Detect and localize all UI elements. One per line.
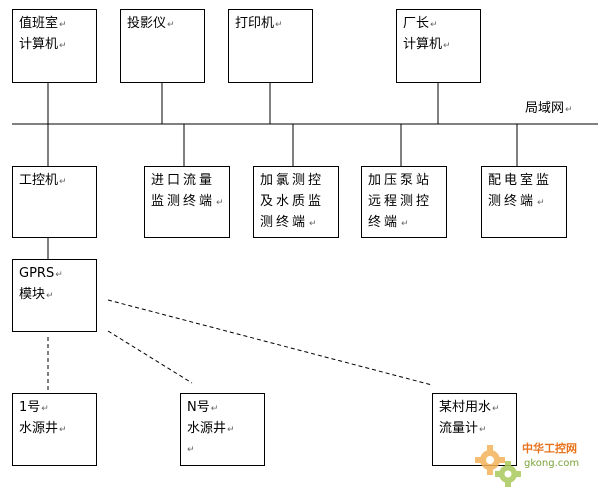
- power-room-line2: 测终端: [488, 192, 560, 213]
- village-flow-meter-line2: 流量计: [439, 419, 510, 440]
- well-n-box: N号 水源井 ↵: [180, 393, 265, 466]
- well-1-box: 1号 水源井: [12, 393, 97, 466]
- industrial-pc-box: 工控机: [12, 166, 97, 238]
- gear-logo-icon: [475, 445, 521, 487]
- gprs-module-line1: GPRS: [19, 264, 90, 285]
- pump-station-line2: 远程测控: [368, 194, 433, 209]
- watermark-title: 中华工控网: [522, 442, 577, 455]
- pump-station-line3: 终端: [368, 213, 440, 234]
- projector-box: 投影仪: [120, 9, 205, 83]
- director-computer-line1: 厂长: [403, 14, 474, 35]
- chlorine-quality-line3: 测终端: [260, 213, 332, 234]
- well-n-return-mark: ↵: [187, 445, 195, 455]
- gprs-wellN-link: [107, 330, 193, 384]
- village-flow-meter-box: 某村用水 流量计: [432, 393, 517, 466]
- printer-label: 打印机: [235, 14, 306, 35]
- pump-station-line1: 加压泵站: [368, 173, 433, 188]
- gkong-watermark-logo: 中华工控网 gkong.com: [472, 438, 604, 492]
- duty-room-computer-box: 值班室 计算机: [12, 9, 97, 83]
- power-room-box: 配电室监 测终端: [481, 166, 567, 238]
- power-room-line1: 配电室监: [488, 173, 553, 188]
- director-computer-box: 厂长 计算机: [396, 9, 481, 83]
- watermark-url: gkong.com: [524, 458, 580, 469]
- director-computer-line2: 计算机: [403, 35, 474, 56]
- inlet-flow-box: 进口流量 监测终端: [144, 166, 230, 238]
- printer-box: 打印机: [228, 9, 313, 83]
- duty-room-computer-line1: 值班室: [19, 14, 90, 35]
- chlorine-quality-line2: 及水质监: [260, 194, 325, 209]
- lan-label: 局域网: [525, 97, 573, 116]
- well-1-line2: 水源井: [19, 419, 90, 440]
- projector-label: 投影仪: [127, 14, 198, 35]
- chlorine-quality-box: 加氯测控 及水质监 测终端: [253, 166, 339, 238]
- inlet-flow-line2: 监测终端: [151, 192, 223, 213]
- inlet-flow-line1: 进口流量: [151, 173, 216, 188]
- gprs-module-box: GPRS 模块: [12, 259, 97, 332]
- village-flow-meter-line1: 某村用水: [439, 398, 510, 419]
- well-n-line1: N号: [187, 398, 258, 419]
- pump-station-box: 加压泵站 远程测控 终端: [361, 166, 447, 238]
- industrial-pc-label: 工控机: [19, 171, 90, 192]
- chlorine-quality-line1: 加氯测控: [260, 173, 325, 188]
- well-n-line2: 水源井: [187, 419, 258, 440]
- gprs-module-line2: 模块: [19, 285, 90, 306]
- well-1-line1: 1号: [19, 398, 90, 419]
- gprs-village-link: [107, 299, 433, 386]
- duty-room-computer-line2: 计算机: [19, 35, 90, 56]
